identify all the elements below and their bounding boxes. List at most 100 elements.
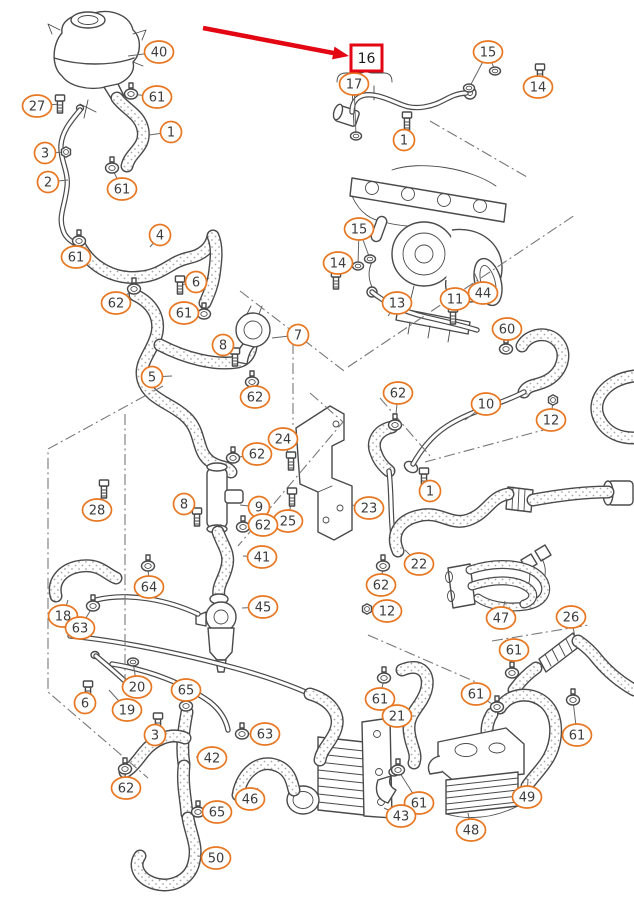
callout-14-15[interactable]: 14 bbox=[322, 251, 354, 275]
callout-63-57[interactable]: 63 bbox=[249, 722, 281, 746]
clamp-glyph bbox=[244, 370, 260, 388]
callout-21-51[interactable]: 21 bbox=[381, 704, 413, 728]
callout-1-13[interactable]: 1 bbox=[392, 128, 416, 152]
callout-61-1[interactable]: 61 bbox=[141, 85, 173, 109]
callout-62-44[interactable]: 62 bbox=[365, 573, 397, 597]
callout-44-16[interactable]: 44 bbox=[467, 281, 499, 305]
callout-12-45[interactable]: 12 bbox=[371, 599, 403, 623]
callout-41-36[interactable]: 41 bbox=[246, 545, 278, 569]
hose-22 bbox=[388, 480, 634, 558]
callout-61-21[interactable]: 61 bbox=[168, 301, 200, 325]
svg-text:13: 13 bbox=[389, 297, 406, 312]
callout-5-24[interactable]: 5 bbox=[140, 365, 164, 389]
callout-63-40[interactable]: 63 bbox=[64, 616, 96, 640]
callout-61-50[interactable]: 61 bbox=[364, 687, 396, 711]
clamp-glyph bbox=[565, 688, 581, 706]
highlighted-callout-16[interactable]: 16 bbox=[349, 43, 384, 73]
svg-text:61: 61 bbox=[411, 797, 428, 812]
callout-25-31[interactable]: 25 bbox=[272, 509, 304, 533]
callout-61-48[interactable]: 61 bbox=[498, 638, 530, 662]
callout-17-10[interactable]: 17 bbox=[338, 72, 370, 96]
callout-61-6[interactable]: 61 bbox=[106, 177, 138, 201]
callout-6-52[interactable]: 6 bbox=[73, 691, 97, 715]
callout-61-8[interactable]: 61 bbox=[60, 245, 92, 269]
callout-65-61[interactable]: 65 bbox=[201, 800, 233, 824]
oring-glyph bbox=[351, 261, 365, 271]
callout-15-11[interactable]: 15 bbox=[472, 40, 504, 64]
callout-13-17[interactable]: 13 bbox=[381, 291, 413, 315]
callout-62-26[interactable]: 62 bbox=[382, 381, 414, 405]
svg-text:64: 64 bbox=[141, 581, 158, 596]
red-arrow bbox=[202, 25, 349, 60]
callout-27-2[interactable]: 27 bbox=[21, 94, 53, 118]
bolt-glyph bbox=[191, 507, 203, 527]
coolant-valve-tee bbox=[206, 462, 244, 534]
callout-6-9[interactable]: 6 bbox=[184, 270, 208, 294]
svg-text:61: 61 bbox=[176, 307, 193, 322]
svg-text:22: 22 bbox=[411, 558, 428, 573]
callout-49-66[interactable]: 49 bbox=[511, 785, 543, 809]
callout-3-56[interactable]: 3 bbox=[143, 723, 167, 747]
callout-45-41[interactable]: 45 bbox=[247, 595, 279, 619]
callout-2-5[interactable]: 2 bbox=[36, 170, 60, 194]
callout-42-58[interactable]: 42 bbox=[196, 746, 228, 770]
callout-1-3[interactable]: 1 bbox=[159, 120, 183, 144]
callout-62-20[interactable]: 62 bbox=[100, 291, 132, 315]
svg-text:6: 6 bbox=[81, 697, 89, 712]
oring-glyph bbox=[126, 657, 140, 667]
clamp-glyph bbox=[123, 82, 139, 100]
callout-11-18[interactable]: 11 bbox=[439, 287, 471, 311]
hose-46 bbox=[231, 687, 344, 815]
callout-26-47[interactable]: 26 bbox=[555, 605, 587, 629]
callout-62-30[interactable]: 62 bbox=[241, 442, 273, 466]
svg-text:2: 2 bbox=[44, 176, 52, 191]
callout-62-34[interactable]: 62 bbox=[247, 513, 279, 537]
callout-10-27[interactable]: 10 bbox=[470, 392, 502, 416]
callout-28-37[interactable]: 28 bbox=[81, 498, 113, 522]
callout-14-12[interactable]: 14 bbox=[522, 75, 554, 99]
nut-glyph bbox=[361, 603, 373, 615]
bolt-glyph bbox=[54, 94, 66, 114]
callout-50-62[interactable]: 50 bbox=[200, 846, 232, 870]
hose-1 bbox=[110, 91, 150, 173]
callout-8-22[interactable]: 8 bbox=[211, 333, 235, 357]
callout-1-42[interactable]: 1 bbox=[418, 479, 442, 503]
callout-9-33[interactable]: 9 bbox=[247, 495, 271, 519]
callout-19-54[interactable]: 19 bbox=[111, 698, 143, 722]
callout-65-55[interactable]: 65 bbox=[170, 678, 202, 702]
callout-3-4[interactable]: 3 bbox=[33, 141, 57, 165]
callout-47-46[interactable]: 47 bbox=[485, 606, 517, 630]
oring-glyph bbox=[488, 66, 502, 76]
svg-text:62: 62 bbox=[255, 519, 272, 534]
callout-7-23[interactable]: 7 bbox=[286, 323, 310, 347]
callout-8-32[interactable]: 8 bbox=[172, 492, 196, 516]
svg-text:61: 61 bbox=[468, 688, 485, 703]
svg-text:61: 61 bbox=[506, 644, 523, 659]
bolt-glyph bbox=[286, 487, 298, 507]
callout-62-25[interactable]: 62 bbox=[239, 385, 271, 409]
nut-glyph bbox=[547, 394, 559, 406]
callout-61-63[interactable]: 61 bbox=[561, 723, 593, 747]
callout-20-53[interactable]: 20 bbox=[121, 675, 153, 699]
callout-12-28[interactable]: 12 bbox=[535, 408, 567, 432]
callout-24-29[interactable]: 24 bbox=[267, 427, 299, 451]
callout-62-59[interactable]: 62 bbox=[110, 776, 142, 800]
svg-text:12: 12 bbox=[543, 414, 560, 429]
callout-43-65[interactable]: 43 bbox=[385, 804, 417, 828]
svg-text:20: 20 bbox=[129, 681, 146, 696]
callout-23-35[interactable]: 23 bbox=[353, 496, 385, 520]
hose-22-upper-elbow bbox=[367, 420, 399, 547]
callout-48-67[interactable]: 48 bbox=[455, 818, 487, 842]
callout-46-60[interactable]: 46 bbox=[234, 787, 266, 811]
callout-64-38[interactable]: 64 bbox=[133, 575, 165, 599]
callout-22-43[interactable]: 22 bbox=[403, 552, 435, 576]
svg-text:8: 8 bbox=[180, 498, 188, 513]
callout-60-19[interactable]: 60 bbox=[491, 317, 523, 341]
callout-61-49[interactable]: 61 bbox=[460, 682, 492, 706]
svg-text:1: 1 bbox=[167, 126, 175, 141]
callout-4-7[interactable]: 4 bbox=[148, 223, 172, 247]
callout-15-14[interactable]: 15 bbox=[343, 217, 375, 241]
hose-right-edge bbox=[590, 369, 634, 445]
callout-40-0[interactable]: 40 bbox=[143, 40, 175, 64]
